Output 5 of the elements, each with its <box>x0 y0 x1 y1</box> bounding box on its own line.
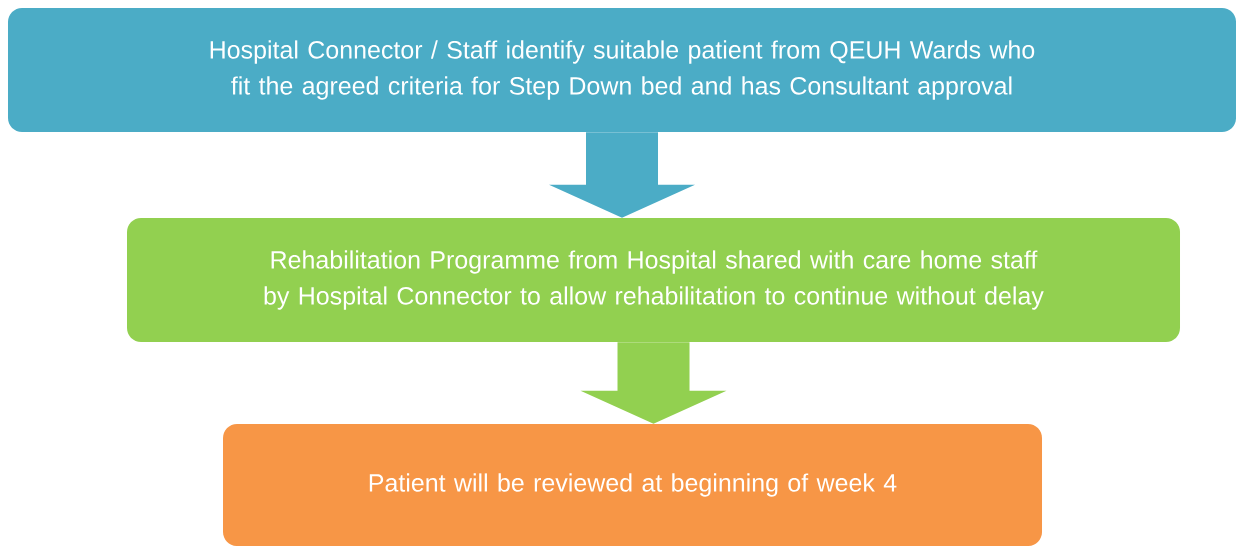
process-box: Patient will be reviewed at beginning of week 4 <box>223 424 1042 546</box>
block-arrow <box>580 342 727 424</box>
block-arrow <box>549 132 695 218</box>
process-box: Hospital Connector / Staff identify suitable patient from QEUH Wards who fit the agreed criteria for Step Down bed and has Consultant approval <box>8 8 1236 132</box>
process-box: Rehabilitation Programme from Hospital shared with care home staff by Hospital Connector to allow rehabilitation to continue without delay <box>127 218 1180 342</box>
